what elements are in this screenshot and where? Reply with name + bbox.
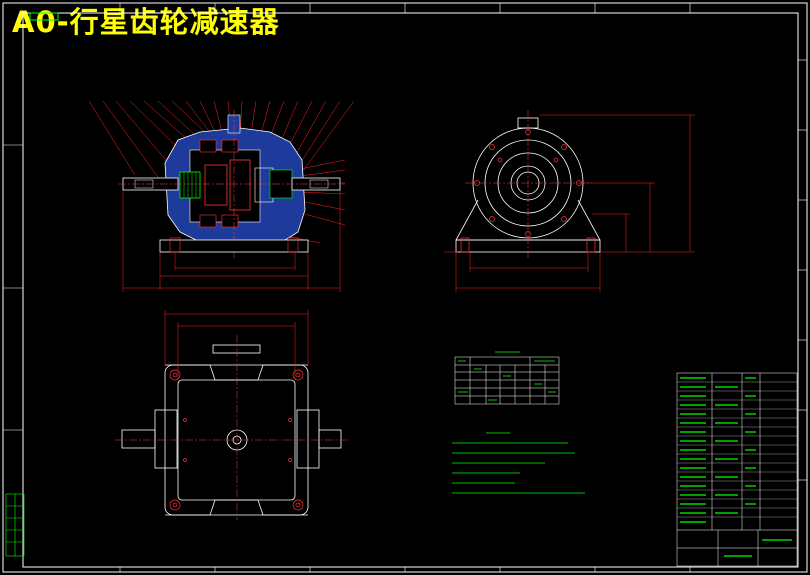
section-view [88, 100, 355, 292]
drawing-title: A0-行星齿轮减速器 [12, 5, 280, 39]
top-view [115, 310, 350, 520]
parameter-table [454, 351, 560, 405]
revision-block [5, 493, 25, 557]
title-block [676, 372, 798, 567]
side-view [444, 110, 695, 292]
technical-notes [452, 432, 585, 494]
